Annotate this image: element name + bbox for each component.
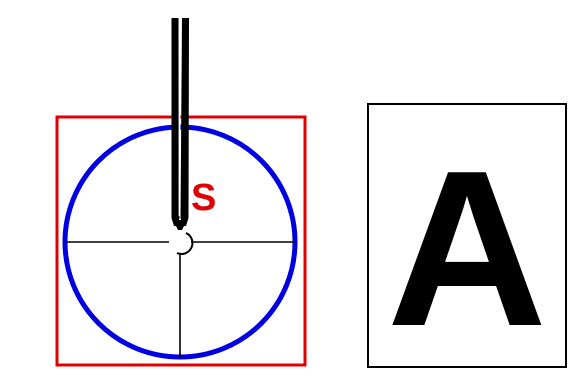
marker-label-s: S xyxy=(191,177,216,219)
letter-card xyxy=(367,103,567,368)
probe-stylus-right xyxy=(180,18,189,226)
red-frame xyxy=(55,115,307,367)
center-hook xyxy=(176,232,194,255)
probe-tip xyxy=(173,220,187,230)
probe-stylus xyxy=(171,18,180,226)
probe-slot xyxy=(178,18,181,216)
card-letter-a: A xyxy=(387,125,547,373)
